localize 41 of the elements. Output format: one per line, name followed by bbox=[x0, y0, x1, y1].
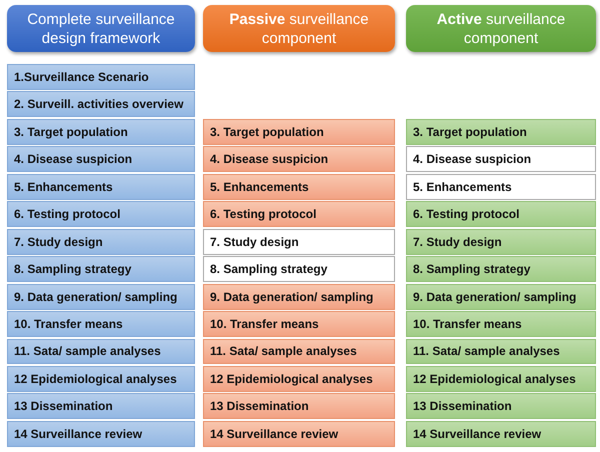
step-box: 6. Testing protocol bbox=[203, 201, 395, 228]
step-box: 12 Epidemiological analyses bbox=[203, 366, 395, 392]
step-box: 6. Testing protocol bbox=[406, 201, 596, 228]
step-box: 9. Data generation/ sampling bbox=[203, 284, 395, 310]
column-header: Complete surveillance design framework bbox=[7, 5, 195, 52]
step-box: 12 Epidemiological analyses bbox=[7, 366, 195, 392]
step-box: 11. Sata/ sample analyses bbox=[203, 338, 395, 364]
column-header: Active surveillance component bbox=[406, 5, 596, 52]
step-box: 4. Disease suspicion bbox=[203, 146, 395, 172]
step-box: 9. Data generation/ sampling bbox=[7, 284, 195, 310]
step-box: 2. Surveill. activities overview bbox=[7, 91, 195, 118]
step-box: 5. Enhancements bbox=[203, 174, 395, 200]
step-box: 4. Disease suspicion bbox=[7, 146, 195, 172]
step-box: 9. Data generation/ sampling bbox=[406, 284, 596, 310]
step-box: 13 Dissemination bbox=[406, 393, 596, 420]
step-box: 1.Surveillance Scenario bbox=[7, 64, 195, 90]
step-box: 10. Transfer means bbox=[7, 311, 195, 337]
step-box: 3. Target population bbox=[406, 118, 596, 145]
step-box: 10. Transfer means bbox=[406, 311, 596, 337]
step-box: 13 Dissemination bbox=[7, 393, 195, 420]
step-box: 7. Study design bbox=[406, 228, 596, 255]
step-box: 3. Target population bbox=[7, 118, 195, 145]
step-box: 13 Dissemination bbox=[203, 393, 395, 420]
step-box: 11. Sata/ sample analyses bbox=[406, 338, 596, 364]
step-box: 8. Sampling strategy bbox=[7, 256, 195, 282]
step-box: 14 Surveillance review bbox=[7, 420, 195, 447]
step-box: 11. Sata/ sample analyses bbox=[7, 338, 195, 364]
step-box: 6. Testing protocol bbox=[7, 201, 195, 228]
step-box: 12 Epidemiological analyses bbox=[406, 366, 596, 392]
step-box: 8. Sampling strategy bbox=[406, 256, 596, 282]
step-box: 14 Surveillance review bbox=[203, 420, 395, 447]
step-box-unhighlighted: 4. Disease suspicion bbox=[406, 146, 596, 172]
step-box: 10. Transfer means bbox=[203, 311, 395, 337]
column-header: Passive surveillance component bbox=[203, 5, 395, 52]
step-box-unhighlighted: 5. Enhancements bbox=[406, 174, 596, 200]
step-box-unhighlighted: 8. Sampling strategy bbox=[203, 256, 395, 282]
step-box: 7. Study design bbox=[7, 228, 195, 255]
step-box: 14 Surveillance review bbox=[406, 420, 596, 447]
step-box-unhighlighted: 7. Study design bbox=[203, 228, 395, 255]
step-box: 5. Enhancements bbox=[7, 174, 195, 200]
step-box: 3. Target population bbox=[203, 118, 395, 145]
